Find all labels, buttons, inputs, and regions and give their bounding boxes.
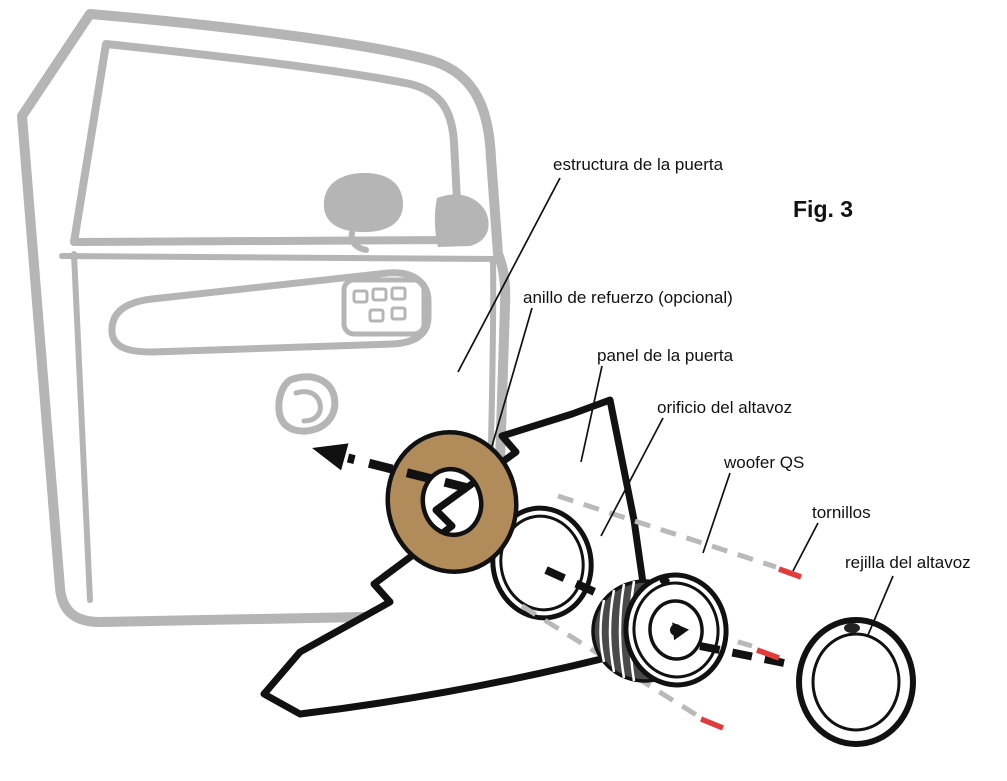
leader-tornillos [792,522,819,572]
woofer-shape [591,572,729,688]
label-woofer-qs: woofer QS [724,453,805,472]
figure-caption: Fig. 3 [793,196,854,222]
leader-anillo [491,307,533,447]
quarter-panel-shape [434,194,489,247]
label-orificio-del-altavoz: orificio del altavoz [657,398,793,417]
direction-arrow [312,443,470,493]
leader-orificio [600,417,664,537]
center-axis-dash [699,642,785,667]
side-mirror-shape [323,172,403,233]
label-rejilla-del-altavoz: rejilla del altavoz [845,553,971,572]
label-anillo-de-refuerzo: anillo de refuerzo (opcional) [523,288,733,307]
leader-panel [580,365,603,463]
speaker-hole [490,505,594,621]
leader-rejilla [867,575,894,636]
leader-lines [457,177,894,636]
reinforcement-ring [385,430,519,574]
label-estructura-de-la-puerta: estructura de la puerta [553,155,724,174]
screw-marks [699,566,802,731]
label-panel-de-la-puerta: panel de la puerta [597,346,734,365]
label-tornillos: tornillos [812,503,871,522]
car-door-illustration [17,9,511,627]
grille-shape [796,617,916,747]
leader-estructura [457,177,561,373]
arrowhead [312,443,349,471]
leader-woofer [702,472,731,554]
